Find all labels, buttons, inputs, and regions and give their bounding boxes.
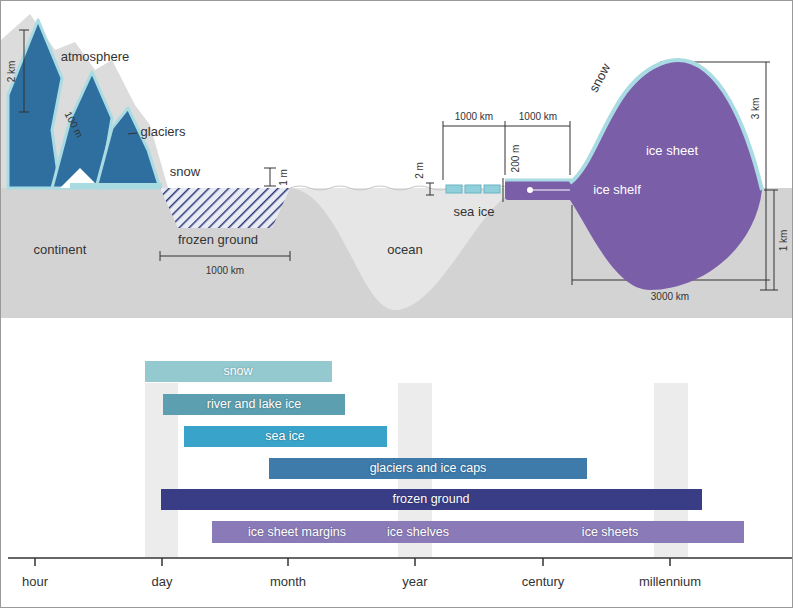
label: 1000 km — [519, 111, 557, 122]
label: 3 km — [750, 97, 761, 119]
label: continent — [34, 243, 87, 257]
timescale-bar: ice sheet margins ice shelves ice sheets — [212, 521, 744, 543]
label: year — [402, 575, 427, 589]
label: 1 m — [277, 169, 288, 186]
label: 3000 km — [651, 291, 689, 302]
bar-label: sea ice — [265, 430, 305, 443]
bar-label: ice sheet margins — [248, 526, 346, 539]
label: 1000 km — [455, 111, 493, 122]
label: month — [270, 575, 306, 589]
label: millennium — [639, 575, 701, 589]
label: day — [152, 575, 173, 589]
label: sea ice — [453, 205, 494, 219]
label: 1000 km — [206, 265, 244, 276]
label: century — [522, 575, 565, 589]
label: hour — [22, 575, 48, 589]
label: 200 m — [510, 144, 521, 172]
timescale-bar: glaciers and ice caps — [269, 458, 587, 479]
label: frozen ground — [178, 233, 258, 247]
label: ocean — [387, 243, 422, 257]
label: 1 km — [778, 229, 789, 251]
bar-label: ice shelves — [387, 526, 449, 539]
bar-label: glaciers and ice caps — [370, 462, 487, 475]
label: 2 m — [413, 162, 424, 179]
node-text: ice sheet — [646, 144, 698, 157]
label: glaciers — [141, 125, 186, 139]
bar-label: frozen ground — [392, 493, 469, 506]
bar-label: snow — [223, 365, 252, 378]
label: snow — [170, 165, 200, 179]
label: atmosphere — [61, 50, 130, 64]
timescale-bar: sea ice — [184, 426, 387, 447]
label: ice shelf — [593, 183, 641, 197]
timescale-bar: frozen ground — [161, 489, 702, 510]
bar-label: ice sheets — [582, 526, 638, 539]
label: 2 km — [6, 60, 17, 82]
bar-label: river and lake ice — [207, 398, 302, 411]
timescale-bar: river and lake ice — [163, 394, 345, 415]
timescale-bar: snow — [145, 361, 332, 382]
